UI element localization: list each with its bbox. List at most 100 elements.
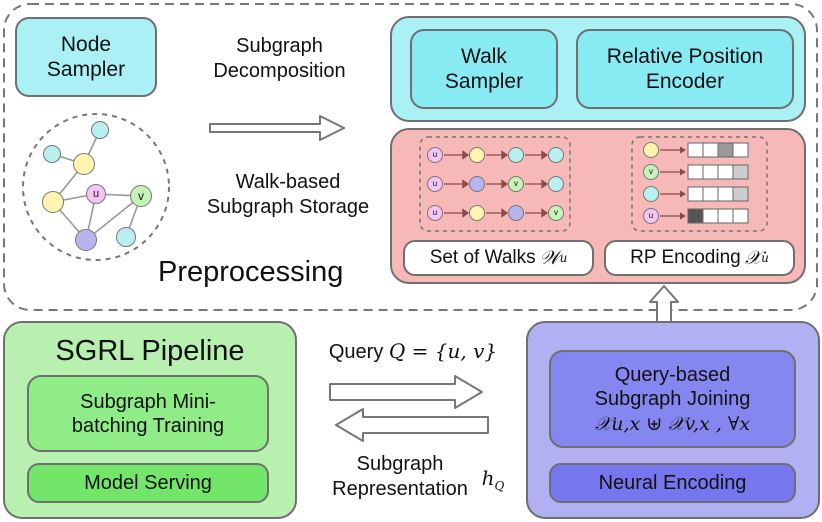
neural-encoding-label: Neural Encoding: [598, 472, 747, 494]
decomposition-arrow: [209, 115, 345, 141]
representation-arrow: [335, 408, 489, 442]
rp-encoding-math: 𝒳: [744, 246, 762, 269]
graph-node: [116, 227, 136, 247]
rp-edge-arrowhead: [680, 190, 686, 198]
graph-node: [42, 191, 64, 213]
graph-node: [91, 121, 109, 139]
node-sampler-box: Node Sampler: [15, 17, 157, 97]
rp-encoding-cell: [717, 208, 734, 224]
walk-node-label: v: [514, 179, 518, 188]
walk-arrows: [444, 150, 549, 218]
rp-encoding-cell: [702, 142, 719, 158]
walk-node: [469, 176, 485, 192]
query-label: Query: [328, 341, 384, 363]
rp-node: u: [643, 208, 659, 224]
serving-label: Model Serving: [84, 472, 212, 494]
walk-edge-arrowhead: [541, 150, 549, 160]
walk-sampler-box: Walk Sampler: [410, 29, 558, 109]
preprocessing-region: [3, 3, 818, 311]
set-of-walks-label: Set of Walks: [429, 246, 536, 268]
preprocessing-title: Preprocessing: [158, 256, 344, 288]
training-box: Subgraph Mini- batching Training: [27, 375, 269, 452]
walk-node: u: [427, 147, 443, 163]
rp-encoder-label: Relative Position Encoder: [606, 44, 764, 93]
walk-edge-arrowhead: [501, 208, 509, 218]
rp-encoding-cell: [732, 186, 749, 202]
walk-node: u: [427, 205, 443, 221]
walk-edge-arrowhead: [541, 179, 549, 189]
rp-encoding-sub: u: [761, 250, 769, 265]
representation-math-h: h: [481, 466, 495, 490]
walk-edge-arrowhead: [541, 208, 549, 218]
representation-math-sub: Q: [494, 479, 505, 493]
set-of-walks-sub: u: [559, 250, 568, 265]
rp-encoding-cell: [717, 142, 734, 158]
walk-edge-arrowhead: [501, 179, 509, 189]
rp-edge-arrowhead: [680, 146, 686, 154]
rp-encoding-cell: [702, 186, 719, 202]
representation-label: Subgraph Representation: [332, 453, 468, 500]
walk-node: [548, 176, 564, 192]
graph-node: [73, 153, 95, 175]
joining-math: 𝒳u,x ⊎ 𝒳v,x , ∀x: [594, 412, 751, 435]
rp-encoding-cell: [687, 186, 704, 202]
rp-encoding-cell: [732, 142, 749, 158]
walks-dashed-box: [419, 136, 571, 232]
rp-node: [643, 142, 659, 158]
rp-encoding-cell: [702, 208, 719, 224]
rp-node: v: [643, 164, 659, 180]
joining-label: Query-based Subgraph Joining: [594, 363, 751, 410]
walk-node-label: u: [432, 179, 438, 188]
rp-encoding-cell: [732, 164, 749, 180]
walk-node-label: v: [554, 208, 558, 217]
rp-encoding-cell: [687, 164, 704, 180]
query-arrow: [329, 375, 483, 409]
graph-boundary: [22, 113, 170, 261]
walk-node: [508, 205, 524, 221]
subgraph-decomposition-label: Subgraph Decomposition: [213, 35, 346, 82]
graph-node: [43, 145, 61, 163]
walk-node: u: [427, 176, 443, 192]
walk-edge-arrowhead: [462, 179, 470, 189]
rp-edge-arrowhead: [680, 212, 686, 220]
rp-arrows: [660, 142, 749, 224]
graph-node-u: u: [86, 184, 106, 204]
walk-node-label: u: [432, 208, 438, 217]
rp-encoding-cell: [732, 208, 749, 224]
set-of-walks-math: 𝒲: [539, 246, 560, 269]
walk-node: [469, 205, 485, 221]
walk-node-label: u: [432, 150, 438, 159]
node-sampler-label: Node Sampler: [46, 32, 126, 81]
rp-encoding-cell: [717, 186, 734, 202]
representation-math: hQ: [473, 466, 513, 494]
training-label: Subgraph Mini- batching Training: [71, 390, 225, 437]
walk-node: [508, 147, 524, 163]
rp-encoder-box: Relative Position Encoder: [576, 29, 794, 109]
rp-edge-arrowhead: [680, 168, 686, 176]
walk-edge-arrowhead: [501, 150, 509, 160]
rp-node-label: u: [648, 211, 654, 220]
rp-dashed-box: [631, 136, 768, 232]
walk-node: [469, 147, 485, 163]
graph-node-v-label: v: [138, 189, 144, 203]
walk-node: [548, 147, 564, 163]
pipeline-title: SGRL Pipeline: [55, 335, 245, 367]
rp-encoding-cell: [687, 208, 704, 224]
rp-encoding-cell: [687, 142, 704, 158]
query-text: Query Q = {u, v}: [318, 339, 508, 365]
rp-encoding-label: RP Encoding: [630, 246, 741, 268]
walk-node: v: [508, 176, 524, 192]
rp-encoding-cell: [702, 164, 719, 180]
query-math: Q = {u, v}: [388, 339, 498, 363]
graph-node: [75, 229, 97, 251]
walk-edge-arrowhead: [462, 150, 470, 160]
neural-encoding-box: Neural Encoding: [549, 463, 796, 503]
graph-node-u-label: u: [92, 187, 100, 200]
graph-node-v: v: [130, 185, 152, 207]
walk-sampler-label: Walk Sampler: [444, 44, 524, 93]
rp-encoding-cell: [717, 164, 734, 180]
joining-box: Query-based Subgraph Joining 𝒳u,x ⊎ 𝒳v,x…: [549, 350, 796, 448]
walk-storage-label: Walk-based Subgraph Storage: [206, 171, 370, 218]
